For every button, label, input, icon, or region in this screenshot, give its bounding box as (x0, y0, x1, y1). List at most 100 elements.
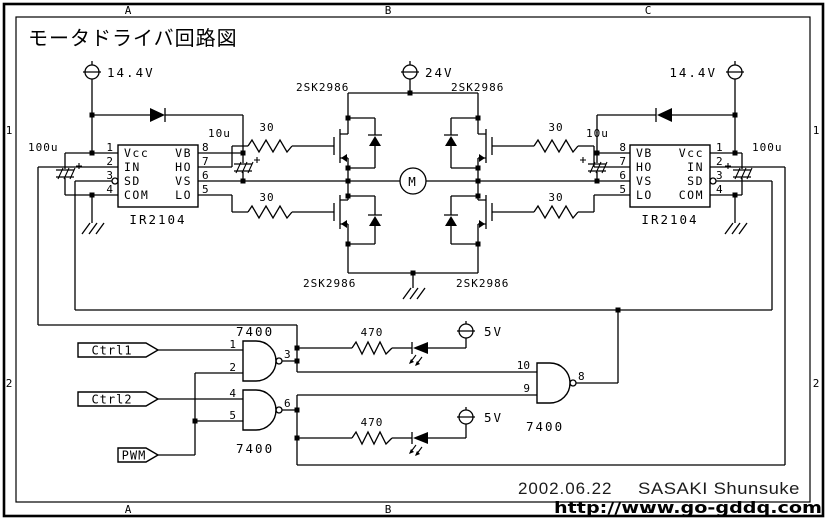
body-diode-top-right (444, 117, 478, 169)
pin-label: COM (124, 188, 149, 202)
bulk-cap-left-label: 100u (28, 141, 59, 154)
gate-resistor-bottom-left: 30 (247, 191, 325, 220)
grid-label-bottom-a: A (125, 503, 132, 516)
pin-label: HO (175, 160, 192, 174)
pin-number: 8 (578, 370, 585, 383)
led-resistor-top-label: 470 (361, 326, 384, 339)
gate-resistor-bottom-left-label: 30 (259, 191, 274, 204)
logic-supply-top: 5V (457, 321, 503, 339)
bulk-cap-right-label: 100u (752, 141, 783, 154)
nand-gate-1: 1 2 3 7400 (229, 324, 291, 382)
boot-cap-left: 10u (208, 127, 260, 174)
pin-number: 5 (619, 183, 626, 196)
gate-driver-ic-left: Vcc IN SD COM VB HO VS LO 1 2 3 4 8 7 6 … (38, 141, 400, 227)
pin-number: 4 (229, 387, 236, 400)
ic-part-label-right: IR2104 (641, 212, 698, 227)
bulk-cap-right: 100u (725, 141, 783, 195)
nand-gate-1-bubble (275, 357, 283, 365)
pin-label: VB (636, 146, 653, 160)
pin-label: HO (636, 160, 653, 174)
led-branch-top: 470 5V (297, 321, 503, 366)
logic-supply-bottom-label: 5V (484, 410, 503, 425)
pin-number: 6 (284, 397, 291, 410)
rail-diode-right-icon (657, 108, 672, 122)
pin-label: VB (175, 146, 192, 160)
pin-label: LO (636, 188, 653, 202)
pin-number: 8 (619, 141, 626, 154)
grid-label-top-a: A (125, 4, 132, 17)
junction-dots (89, 90, 738, 441)
pin-number: 1 (716, 141, 723, 154)
motor-label: M (408, 174, 418, 189)
pin-number: 2 (716, 155, 723, 168)
power-source-left-14v: 14.4V (83, 61, 153, 153)
pin-number: 3 (716, 169, 723, 182)
gate-resistor-top-left-label: 30 (259, 121, 274, 134)
sd-invert-bubble-left (111, 177, 119, 185)
led-resistor-bottom-label: 470 (361, 416, 384, 429)
grid-label-bottom-c: C (645, 503, 652, 516)
pin-label: SD (687, 174, 704, 188)
bootstrap-rail-right (596, 108, 735, 181)
body-diode-top-left (348, 117, 382, 169)
power-source-right-14v: 14.4V (669, 61, 744, 153)
boot-cap-left-label: 10u (208, 127, 231, 140)
pin-number: 2 (229, 361, 236, 374)
pin-number: 3 (284, 348, 291, 361)
pin-number: 9 (523, 382, 530, 395)
input-flag-ctrl1: Ctrl1 (77, 342, 160, 358)
pin-number: 7 (619, 155, 626, 168)
mosfet-bottom-right (478, 195, 501, 229)
power-label-right-14v: 14.4V (669, 65, 717, 80)
h-bridge: 2SK2986 2SK2986 2SK2986 2SK2986 M (296, 81, 509, 290)
input-flag-ctrl2: Ctrl2 (77, 391, 160, 407)
led-bottom-icon (409, 432, 428, 456)
pin-number: 5 (202, 183, 209, 196)
pin-label: SD (124, 174, 141, 188)
pin-number: 10 (517, 359, 530, 372)
nand-gate-3-part: 7400 (526, 419, 564, 434)
grid-label-right-2: 2 (813, 377, 820, 390)
logic-supply-top-label: 5V (484, 324, 503, 339)
power-source-24v: 24V (401, 61, 452, 93)
pin-label: VS (636, 174, 653, 188)
bulk-cap-left: 100u (28, 141, 82, 195)
pin-number: 4 (106, 183, 113, 196)
pin-label: VS (175, 174, 192, 188)
mosfet-label-bottom-left: 2SK2986 (303, 277, 356, 290)
rail-diode-left-icon (150, 108, 165, 122)
watermark: http://www.go-gddq.com (554, 498, 822, 517)
ground-symbol-right (724, 195, 748, 235)
pin-number: 3 (106, 169, 113, 182)
grid-label-left-2: 2 (6, 377, 13, 390)
nand-gate-2-bubble (275, 406, 283, 414)
mosfet-label-top-left: 2SK2986 (296, 81, 349, 94)
mosfet-label-bottom-right: 2SK2986 (456, 277, 509, 290)
input-flag-pwm-label: PWM (122, 449, 147, 463)
led-branch-bottom: 470 5V (297, 407, 503, 456)
nand-gate-2-part: 7400 (236, 441, 274, 456)
pin-number: 2 (106, 155, 113, 168)
nand-gate-3-bubble (569, 379, 577, 387)
body-diode-bottom-right (444, 195, 478, 245)
pin-label: Vcc (124, 146, 149, 160)
pin-number: 7 (202, 155, 209, 168)
gate-resistor-bottom-right: 30 (501, 191, 579, 220)
grid-label-bottom-b: B (385, 503, 392, 516)
led-top-icon (409, 342, 428, 366)
pin-number: 5 (229, 409, 236, 422)
pin-number: 1 (106, 141, 113, 154)
mosfet-bottom-left (325, 195, 348, 229)
pin-label: IN (124, 160, 141, 174)
pin-number: 6 (619, 169, 626, 182)
nand-gate-2: 4 5 6 7400 (229, 387, 290, 456)
pin-number: 1 (229, 338, 236, 351)
logic-supply-bottom: 5V (457, 407, 503, 425)
ic-part-label-left: IR2104 (129, 212, 186, 227)
gate-resistor-top-left: 30 (247, 121, 325, 154)
ground-symbol-center (402, 273, 426, 300)
gate-driver-ic-right: VB HO VS LO Vcc IN SD COM 8 7 6 5 1 2 3 … (426, 141, 785, 227)
